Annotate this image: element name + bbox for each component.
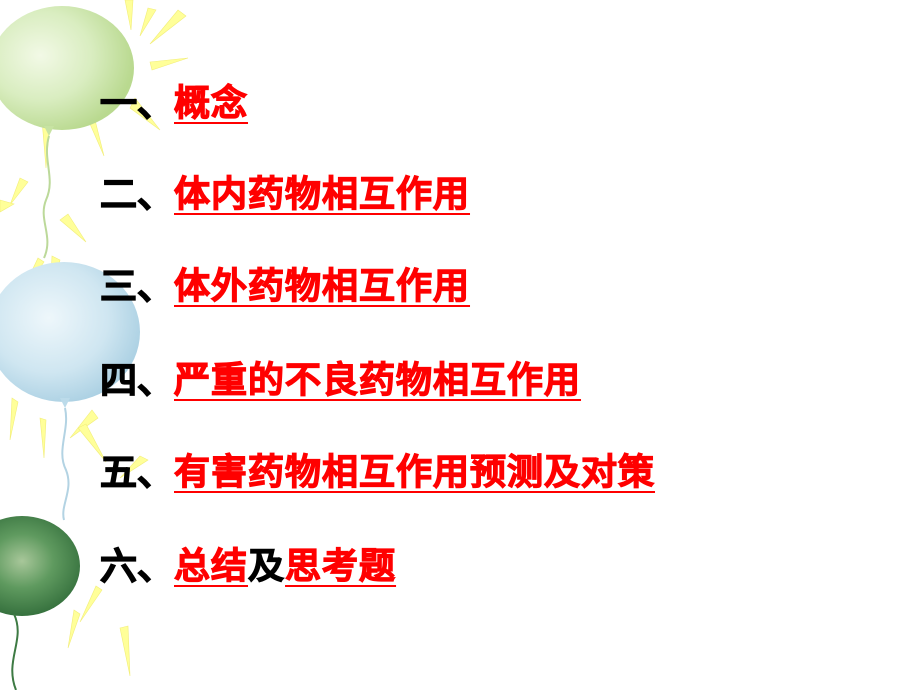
- toc-item-5: 五、 有害药物相互作用预测及对策: [99, 439, 656, 499]
- toc-item-1: 一、 概念: [99, 70, 249, 130]
- toc-item-4: 四、 严重的不良药物相互作用: [99, 347, 582, 407]
- item-number: 二、: [99, 172, 174, 216]
- toc-link-concept[interactable]: 概念: [173, 82, 249, 124]
- item-number: 六、: [99, 544, 174, 588]
- toc-link-summary[interactable]: 总结: [173, 545, 249, 587]
- item-number: 四、: [99, 358, 174, 402]
- item-number: 五、: [99, 450, 174, 494]
- toc-item-6: 六、 总结 及 思考题: [99, 533, 397, 593]
- blue-balloon-icon: [0, 262, 140, 521]
- item-number: 三、: [99, 264, 174, 308]
- item-number: 一、: [99, 81, 174, 125]
- toc-link-adverse[interactable]: 严重的不良药物相互作用: [173, 359, 582, 401]
- toc-link-prediction[interactable]: 有害药物相互作用预测及对策: [173, 451, 656, 493]
- toc-item-2: 二、 体内药物相互作用: [99, 161, 471, 221]
- conjunction-text: 及: [247, 545, 286, 587]
- green-balloon-icon: [0, 6, 134, 259]
- toc-link-in-vivo[interactable]: 体内药物相互作用: [173, 173, 471, 215]
- dark-green-balloon-icon: [0, 516, 80, 690]
- toc-link-questions[interactable]: 思考题: [284, 545, 397, 587]
- toc-link-in-vitro[interactable]: 体外药物相互作用: [173, 265, 471, 307]
- toc-item-3: 三、 体外药物相互作用: [99, 253, 471, 313]
